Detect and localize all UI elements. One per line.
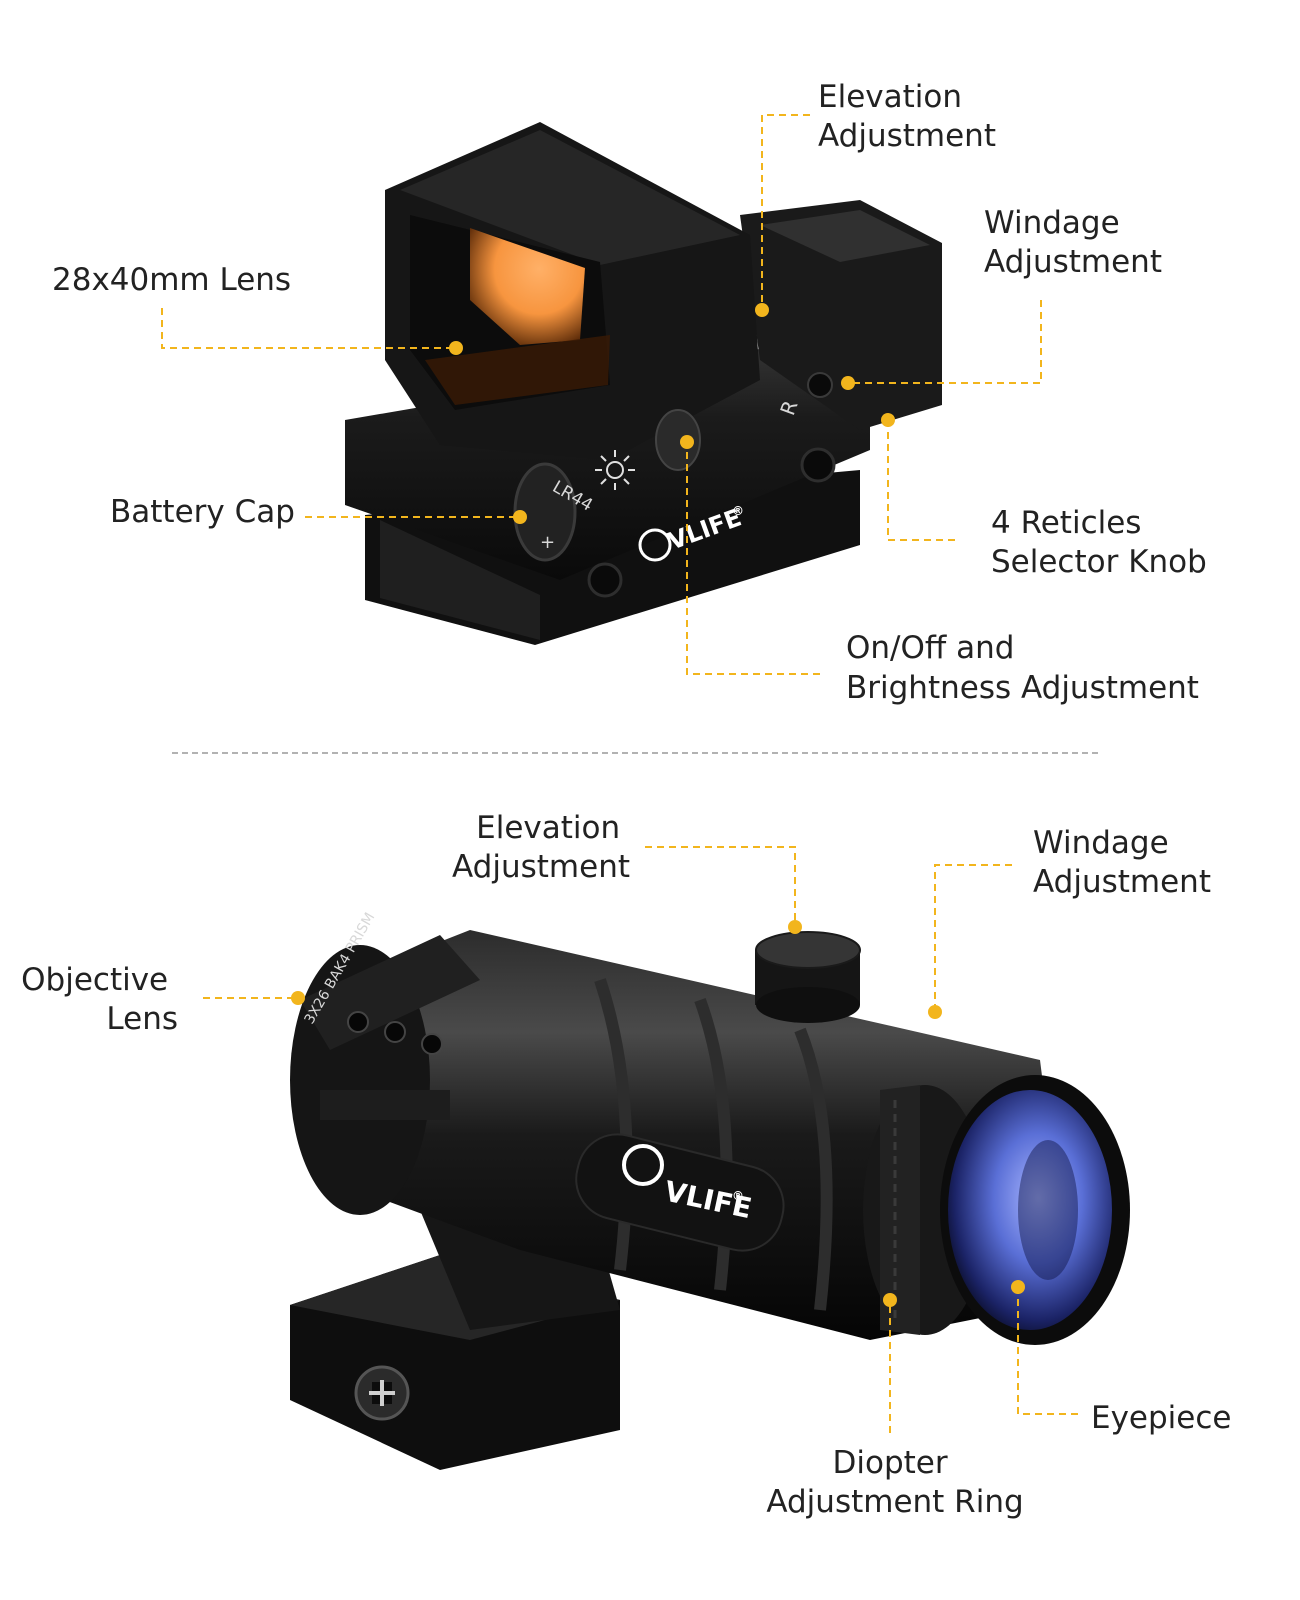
magnifier-registered-mark: ® — [732, 1189, 744, 1203]
elevation-turret — [755, 931, 861, 1023]
brand-logo-icon — [638, 528, 672, 562]
brightness-sun-icon — [595, 450, 635, 490]
label-rds-brightness: On/Off and Brightness Adjustment — [846, 630, 1199, 706]
label-rds-elevation: Elevation Adjustment — [818, 79, 996, 154]
registered-mark: ® — [732, 504, 744, 518]
mount-screw-rear — [800, 447, 836, 483]
brightness-button — [655, 409, 701, 471]
magnifier: 3X26 BAK4 PRISM VLIFE ® — [290, 910, 1130, 1470]
red-dot-labels: Elevation Adjustment Windage Adjustment … — [52, 79, 1207, 706]
windage-screw — [807, 372, 833, 398]
label-rds-battery: Battery Cap — [110, 494, 295, 530]
logo-plate — [575, 1133, 785, 1252]
magnifier-logo-icon — [622, 1144, 664, 1186]
label-mag-eyepiece: Eyepiece — [1091, 1400, 1231, 1436]
eyepiece-lens — [948, 1090, 1112, 1330]
label-mag-objective: Objective Lens — [21, 962, 178, 1037]
mount-lever — [354, 1365, 410, 1421]
label-mag-windage: Windage Adjustment — [1033, 825, 1211, 900]
plus-marking: + — [540, 532, 555, 553]
magnifier-labels: Elevation Adjustment Windage Adjustment … — [21, 810, 1231, 1520]
label-mag-elevation: Elevation Adjustment — [452, 810, 630, 885]
rear-housing — [740, 200, 942, 430]
label-mag-diopter: Diopter Adjustment Ring — [766, 1445, 1023, 1520]
red-dot-callouts — [161, 114, 1042, 675]
label-rds-lens: 28x40mm Lens — [52, 262, 291, 298]
label-rds-windage: Windage Adjustment — [984, 205, 1162, 280]
mount-screw-front — [587, 562, 623, 598]
label-rds-reticles: 4 Reticles Selector Knob — [991, 505, 1207, 580]
battery-cap — [513, 462, 577, 562]
magnifier-callouts — [203, 846, 1078, 1433]
